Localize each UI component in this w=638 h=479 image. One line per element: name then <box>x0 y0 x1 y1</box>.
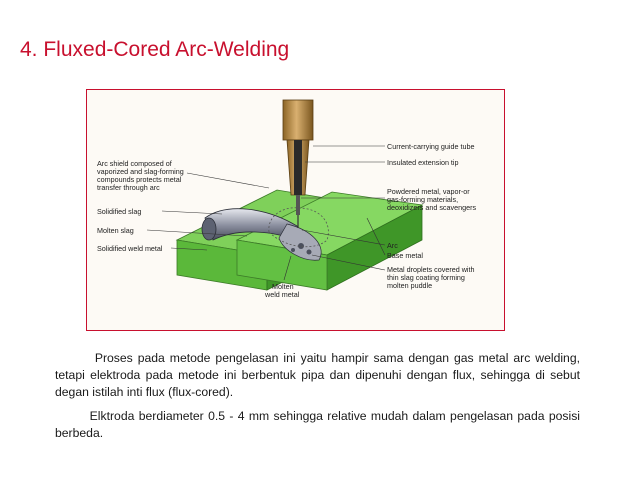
label-insulated-tip: Insulated extension tip <box>387 158 459 167</box>
label-guide-tube: Current-carrying guide tube <box>387 142 475 151</box>
paragraph-electrode-diameter: Elktroda berdiameter 0.5 - 4 mm sehingga… <box>55 408 580 442</box>
label-molten-slag: Molten slag <box>97 226 134 235</box>
slide-title: 4. Fluxed-Cored Arc-Welding <box>20 38 289 62</box>
welding-diagram-svg: Arc shield composed of vaporized and sla… <box>87 90 504 330</box>
label-powdered-3: deoxidizers and scavengers <box>387 203 477 212</box>
label-arc: Arc <box>387 241 398 250</box>
paragraph-electrode-text: Elktroda berdiameter 0.5 - 4 mm sehingga… <box>55 409 580 440</box>
label-base-metal: Base metal <box>387 251 423 260</box>
label-solidified-weld-metal: Solidified weld metal <box>97 244 163 253</box>
label-solidified-slag: Solidified slag <box>97 207 141 216</box>
welding-diagram: Arc shield composed of vaporized and sla… <box>86 89 505 331</box>
paragraph-process-description: Proses pada metode pengelasan ini yaitu … <box>55 350 580 401</box>
label-arc-shield-4: transfer through arc <box>97 183 160 192</box>
paragraph-process-text: Proses pada metode pengelasan ini yaitu … <box>55 351 580 399</box>
label-molten-weld-2: weld metal <box>264 290 300 299</box>
label-droplets-3: molten puddle <box>387 281 432 290</box>
